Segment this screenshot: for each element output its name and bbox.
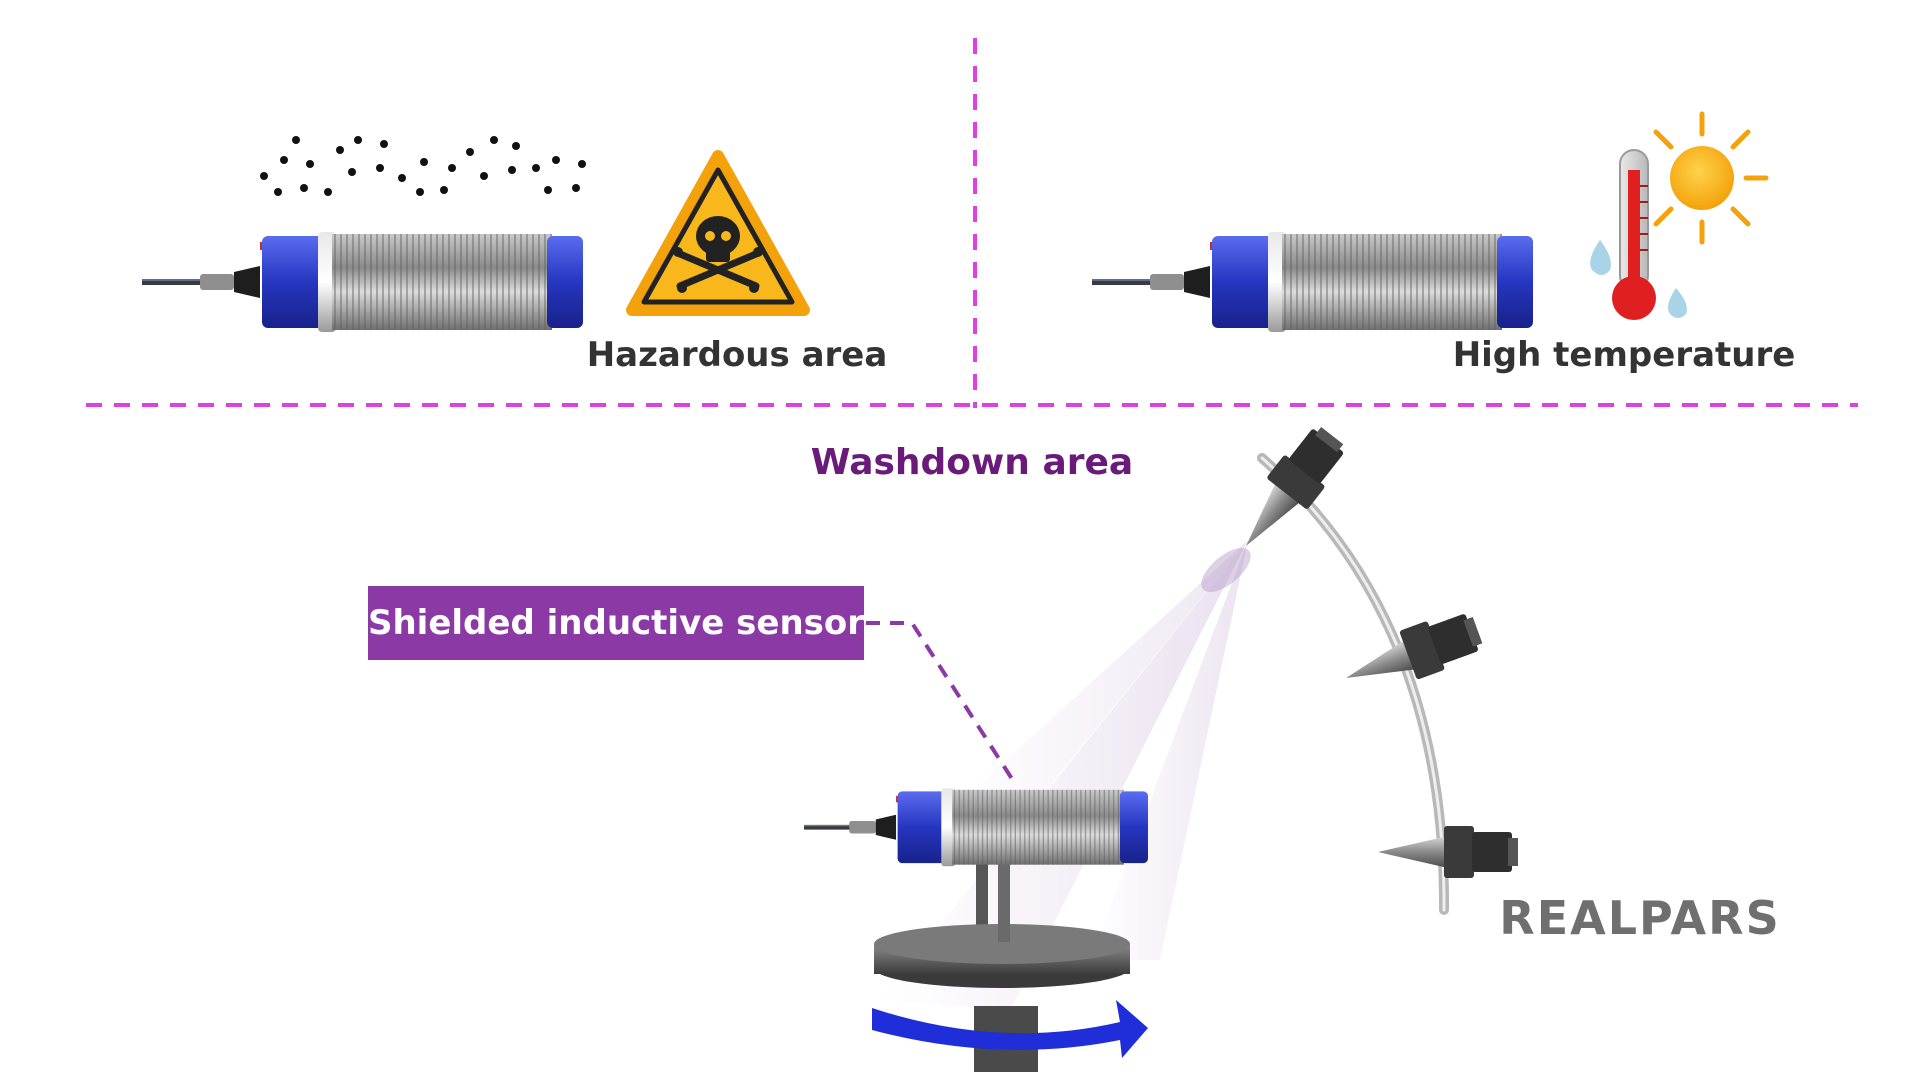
rotating-base <box>874 860 1130 1072</box>
sensor-hazardous <box>142 232 583 332</box>
nozzle-rail <box>1257 453 1450 915</box>
callout-leader <box>866 621 1016 784</box>
water-drop-icon <box>1590 240 1687 318</box>
sun-icon <box>1653 111 1769 245</box>
rotation-arrow-icon <box>872 1000 1148 1058</box>
label-high-temperature: High temperature <box>1453 335 1796 375</box>
sensor-stand <box>998 860 1010 942</box>
realpars-logo: REALPARS <box>1499 891 1780 945</box>
spray-nozzle-3 <box>1378 826 1518 878</box>
sensor-high-temperature <box>1092 232 1533 332</box>
label-hazardous-area: Hazardous area <box>587 335 888 375</box>
callout-label: Shielded inductive sensor <box>368 603 864 643</box>
sensor-washdown <box>804 788 1148 866</box>
skull-crossbones-warning-icon <box>626 150 810 316</box>
thermometer-icon <box>1612 149 1656 320</box>
label-washdown-area: Washdown area <box>811 442 1133 483</box>
callout-box <box>368 586 864 660</box>
dust-particles <box>260 136 586 196</box>
